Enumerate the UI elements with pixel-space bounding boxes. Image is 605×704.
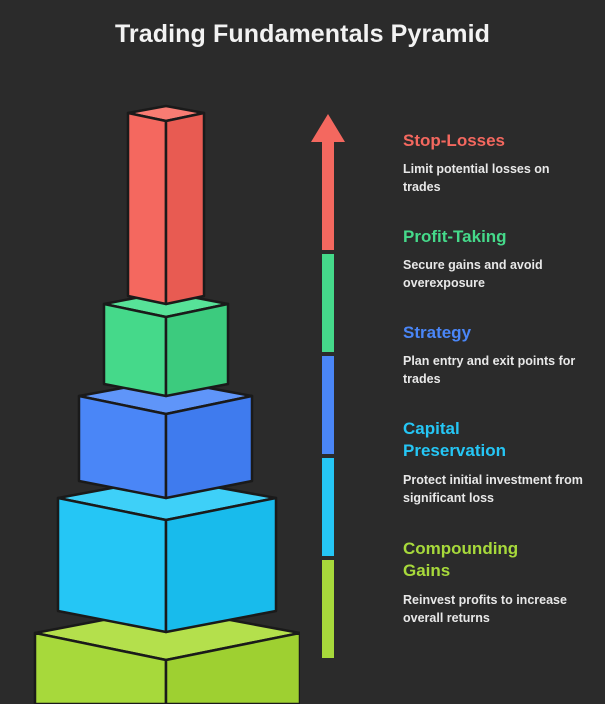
page-title: Trading Fundamentals Pyramid bbox=[114, 20, 491, 48]
legend-item-title: Strategy bbox=[403, 323, 472, 342]
legend-item-description: Reinvest profits to increase overall ret… bbox=[403, 592, 567, 625]
block-left-face bbox=[102, 302, 168, 398]
legend-item-compounding-gains[interactable]: Compounding Gains Reinvest profits to in… bbox=[403, 538, 567, 627]
block-left-face bbox=[56, 496, 168, 634]
legend-item-title: Stop-Losses bbox=[403, 131, 506, 150]
arrow-segment-strategy bbox=[322, 356, 334, 454]
arrow-segment-compounding-gains bbox=[322, 560, 334, 658]
legend-item-stop-losses[interactable]: Stop-Losses Limit potential losses on tr… bbox=[403, 130, 589, 197]
legend-item-strategy[interactable]: Strategy Plan entry and exit points for … bbox=[403, 322, 589, 389]
legend-item-title: Capital Preservation bbox=[403, 419, 506, 461]
block-right-face bbox=[164, 394, 254, 500]
legend-item-title: Compounding Gains bbox=[403, 539, 519, 581]
block-left-face bbox=[126, 111, 168, 306]
arrow-segment-stop-losses bbox=[322, 152, 334, 250]
block-right-face bbox=[164, 631, 300, 704]
legend-item-profit-taking[interactable]: Profit-Taking Secure gains and avoid ove… bbox=[403, 226, 589, 293]
legend-item-description: Limit potential losses on trades bbox=[403, 162, 550, 195]
arrow-segment-capital-preservation bbox=[322, 458, 334, 556]
pyramid-graphic bbox=[33, 104, 300, 704]
block-right-face bbox=[164, 302, 230, 398]
legend-item-description: Plan entry and exit points for trades bbox=[403, 354, 576, 387]
legend-item-capital-preservation[interactable]: Capital Preservation Protect initial inv… bbox=[403, 418, 583, 507]
block-left-face bbox=[33, 631, 168, 704]
legend-item-title: Profit-Taking bbox=[403, 227, 507, 246]
arrow-head-icon bbox=[311, 114, 345, 154]
pyramid-level-strategy bbox=[77, 378, 254, 500]
pyramid-level-capital-preservation bbox=[56, 476, 278, 634]
pyramid-level-stop-losses bbox=[126, 104, 206, 306]
upward-progress-arrow bbox=[311, 114, 345, 658]
pyramid-level-compounding-gains bbox=[33, 606, 300, 704]
legend-item-description: Secure gains and avoid overexposure bbox=[403, 258, 543, 291]
block-left-face bbox=[77, 394, 168, 500]
arrow-segment-profit-taking bbox=[322, 254, 334, 352]
pyramid-level-profit-taking bbox=[102, 290, 230, 398]
block-right-face bbox=[164, 111, 206, 306]
block-right-face bbox=[164, 496, 278, 634]
legend-item-description: Protect initial investment from signific… bbox=[403, 472, 583, 505]
